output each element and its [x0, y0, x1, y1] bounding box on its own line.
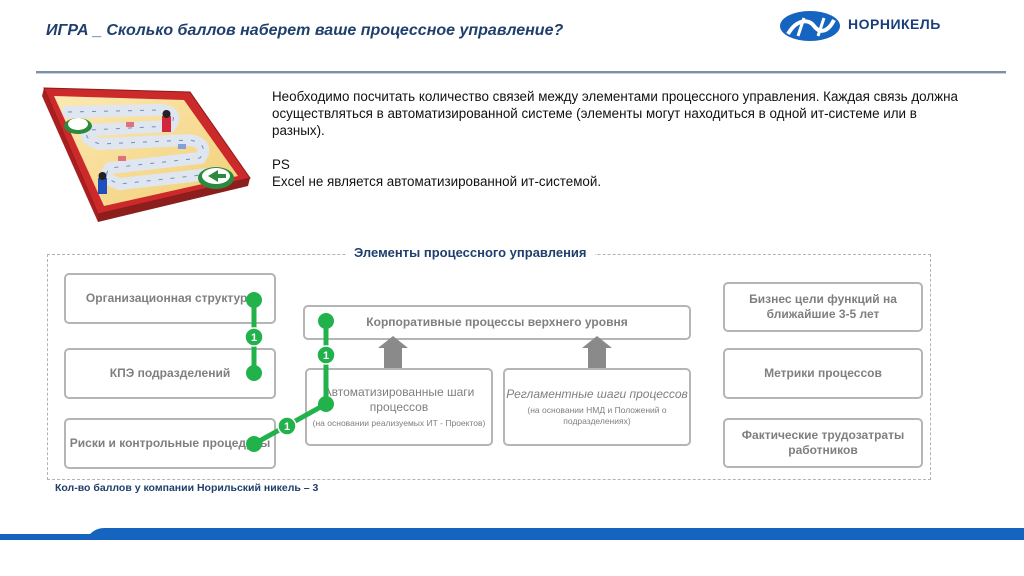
box-note: (на основании НМД и Положений о подразде… — [527, 405, 667, 426]
header-divider-light — [36, 73, 1006, 74]
box-org-structure: Организационная структура — [64, 273, 276, 324]
instruction-paragraph: Необходимо посчитать количество связей м… — [272, 89, 958, 138]
box-label: Автоматизированные шаги процессов — [323, 385, 475, 414]
box-top-processes: Корпоративные процессы верхнего уровня — [303, 305, 691, 340]
box-note: (на основании реализуемых ИТ - Проектов) — [312, 418, 486, 428]
box-actual-labor: Фактические трудозатраты работников — [723, 418, 923, 468]
board-game-illustration — [42, 87, 251, 222]
box-label: КПЭ подразделений — [109, 366, 231, 380]
box-kpi: КПЭ подразделений — [64, 348, 276, 399]
box-regulated-steps: Регламентные шаги процессов (на основани… — [503, 368, 691, 446]
header-divider — [36, 71, 1006, 73]
box-label: Фактические трудозатраты работников — [741, 428, 905, 457]
box-label: Бизнес цели функций на ближайшие 3-5 лет — [749, 292, 897, 321]
box-business-goals: Бизнес цели функций на ближайшие 3-5 лет — [723, 282, 923, 332]
box-process-metrics: Метрики процессов — [723, 348, 923, 399]
footer-band — [0, 528, 1024, 576]
page-title: ИГРА _ Сколько баллов наберет ваше проце… — [46, 22, 564, 39]
box-automated-steps: Автоматизированные шаги процессов (на ос… — [305, 368, 493, 446]
ps-text: Excel не является автоматизированной ит-… — [272, 174, 602, 189]
instruction-text: Необходимо посчитать количество связей м… — [272, 88, 972, 190]
score-summary: Кол-во баллов у компании Норильский нике… — [55, 482, 319, 494]
logo-text: НОРНИКЕЛЬ — [848, 16, 941, 32]
box-label: Риски и контрольные процедуры — [69, 436, 271, 450]
box-label: Организационная структура — [85, 291, 255, 305]
box-label: Метрики процессов — [764, 366, 882, 380]
ps-label: PS — [272, 157, 290, 172]
nornickel-logo — [780, 11, 840, 41]
box-label: Корпоративные процессы верхнего уровня — [366, 315, 628, 329]
section-title: Элементы процессного управления — [346, 245, 595, 260]
box-label: Регламентные шаги процессов — [506, 387, 688, 401]
box-risks: Риски и контрольные процедуры — [64, 418, 276, 469]
